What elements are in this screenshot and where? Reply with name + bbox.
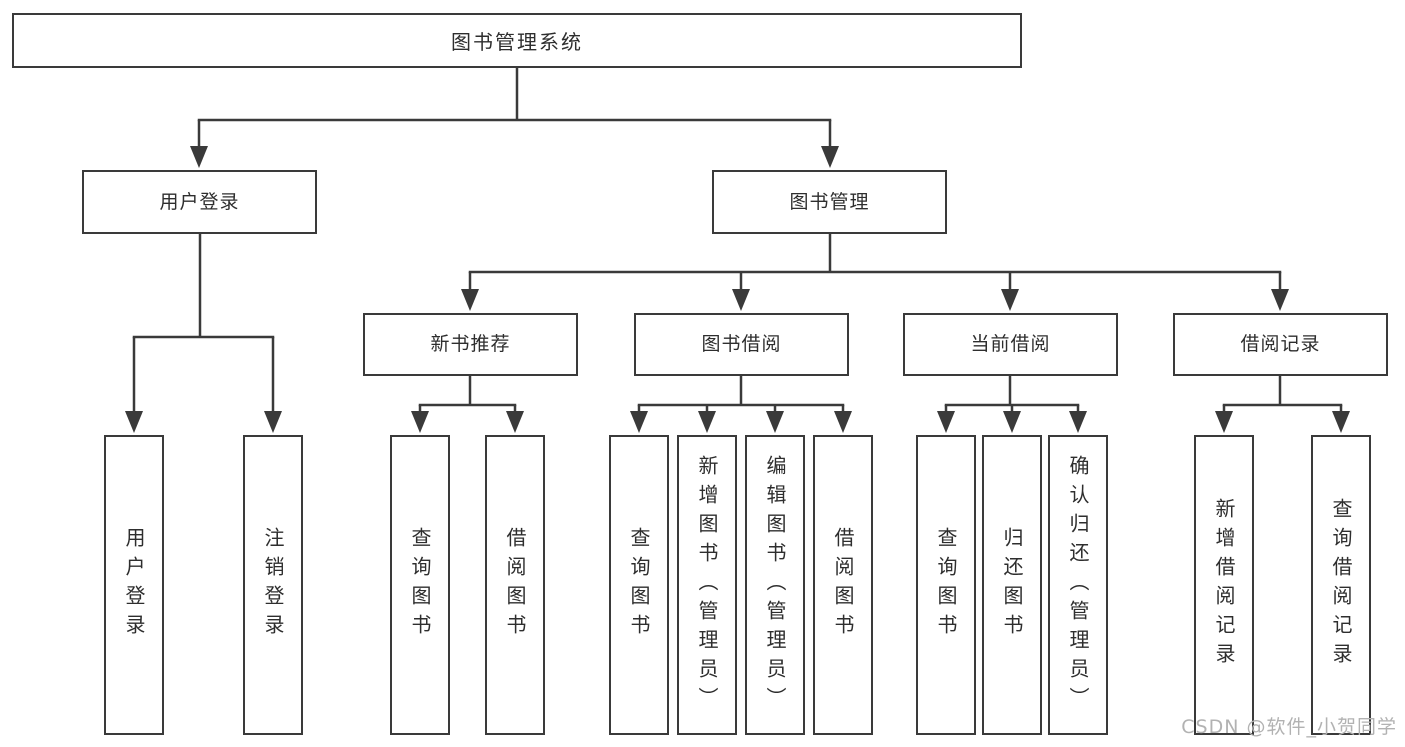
- connector-branch: [630, 376, 852, 433]
- arrowhead-down-icon: [411, 411, 429, 433]
- arrowhead-down-icon: [937, 411, 955, 433]
- leaf-user-login: 用户登录: [104, 435, 164, 735]
- arrowhead-down-icon: [1215, 411, 1233, 433]
- arrowhead-down-icon: [1069, 411, 1087, 433]
- arrowhead-down-icon: [698, 411, 716, 433]
- leaf-query-book-3: 查询图书: [916, 435, 976, 735]
- arrowhead-down-icon: [125, 411, 143, 433]
- node-user-login: 用户登录: [82, 170, 317, 234]
- node-book-management: 图书管理: [712, 170, 947, 234]
- arrowhead-down-icon: [834, 411, 852, 433]
- connector-branch: [411, 376, 524, 433]
- arrowhead-down-icon: [506, 411, 524, 433]
- connector-branch: [937, 376, 1087, 433]
- arrowhead-down-icon: [1332, 411, 1350, 433]
- leaf-query-borrow-record: 查询借阅记录: [1311, 435, 1371, 735]
- leaf-add-borrow-record: 新增借阅记录: [1194, 435, 1254, 735]
- leaf-borrow-book-1: 借阅图书: [485, 435, 545, 735]
- leaf-edit-book-admin: 编辑图书（管理员）: [745, 435, 805, 735]
- connector-branch: [125, 234, 282, 433]
- connector-branch: [461, 234, 1289, 311]
- arrowhead-down-icon: [732, 289, 750, 311]
- node-book-borrow: 图书借阅: [634, 313, 849, 376]
- arrowhead-down-icon: [1271, 289, 1289, 311]
- leaf-logout: 注销登录: [243, 435, 303, 735]
- arrowhead-down-icon: [461, 289, 479, 311]
- arrowhead-down-icon: [766, 411, 784, 433]
- csdn-watermark: CSDN @软件_小贺同学: [1181, 716, 1397, 738]
- arrowhead-down-icon: [821, 146, 839, 168]
- arrowhead-down-icon: [1001, 289, 1019, 311]
- arrowhead-down-icon: [264, 411, 282, 433]
- leaf-confirm-return-admin: 确认归还（管理员）: [1048, 435, 1108, 735]
- node-new-book-recommend: 新书推荐: [363, 313, 578, 376]
- node-root-library-system: 图书管理系统: [12, 13, 1022, 68]
- connector-branch: [1215, 376, 1350, 433]
- node-current-borrow: 当前借阅: [903, 313, 1118, 376]
- arrowhead-down-icon: [1003, 411, 1021, 433]
- leaf-add-book-admin: 新增图书（管理员）: [677, 435, 737, 735]
- leaf-borrow-book-2: 借阅图书: [813, 435, 873, 735]
- leaf-query-book-1: 查询图书: [390, 435, 450, 735]
- leaf-query-book-2: 查询图书: [609, 435, 669, 735]
- node-borrow-record: 借阅记录: [1173, 313, 1388, 376]
- arrowhead-down-icon: [190, 146, 208, 168]
- leaf-return-book: 归还图书: [982, 435, 1042, 735]
- arrowhead-down-icon: [630, 411, 648, 433]
- connector-branch: [190, 68, 839, 168]
